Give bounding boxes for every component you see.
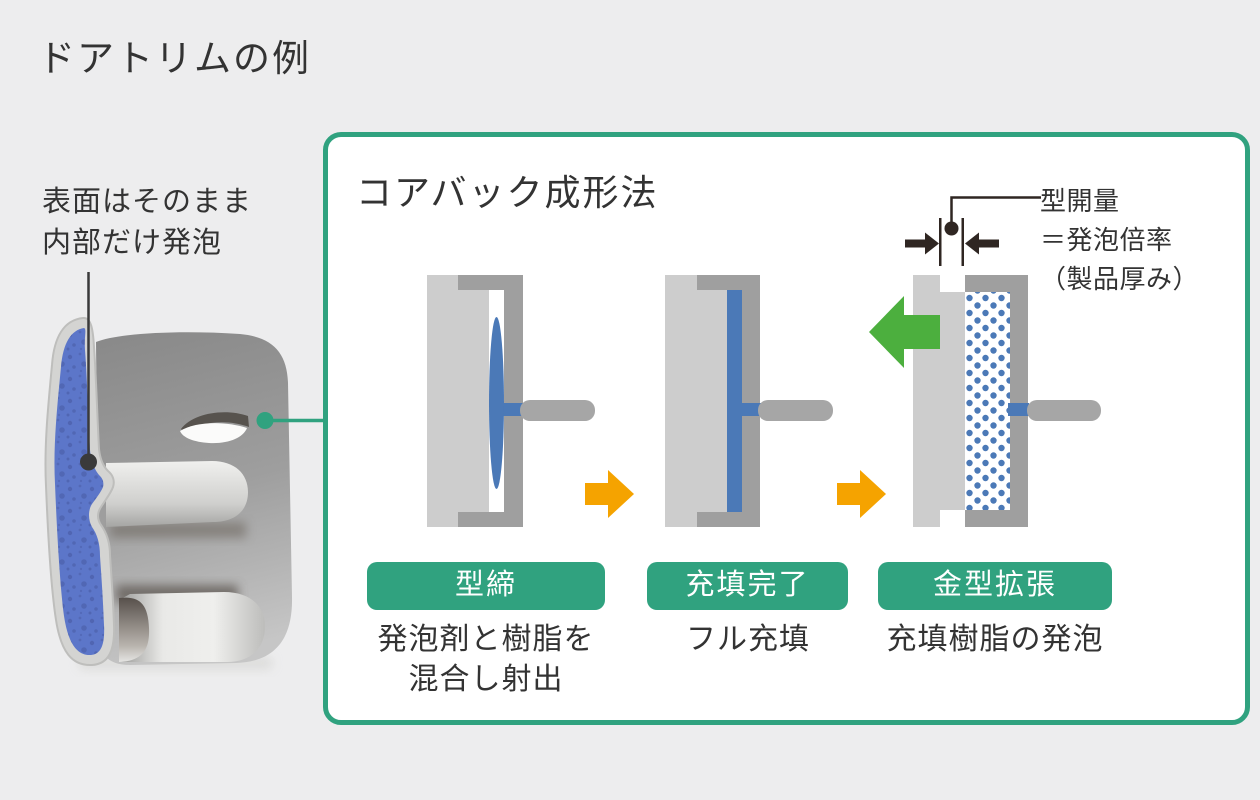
stage-caption-2: フル充填: [608, 620, 888, 660]
measure-line-right: [961, 218, 964, 266]
mold-opening-annotation: 型開量 ＝発泡倍率 （製品厚み）: [1040, 182, 1199, 299]
cross-section-foam-speckle: [54, 328, 105, 656]
callout-dot: [80, 453, 97, 471]
next-step-arrow-1: [585, 470, 634, 518]
stage-caption-2-line1: フル充填: [686, 623, 810, 656]
stage1-core-mold-half: [458, 275, 523, 527]
door-trim-illustration: [44, 272, 325, 670]
stage-badge-mold-clamp: 型締: [367, 562, 605, 610]
measure-leader-line: [950, 196, 1041, 222]
trim-callout-line1: 表面はそのまま: [42, 186, 253, 218]
stage-badge-fill-complete: 充填完了: [647, 562, 848, 610]
armrest-shadow: [110, 522, 246, 538]
mold-stage-3-diagram: [869, 275, 1101, 527]
stage2-filled-resin: [727, 290, 742, 512]
next-step-arrow-2: [837, 470, 886, 518]
measure-arrow-left: [905, 232, 939, 255]
door-handle-recess: [181, 412, 249, 433]
stage2-sprue: [734, 403, 761, 416]
trim-callout-line2: 内部だけ発泡: [42, 227, 223, 259]
measure-arrow-left-shaft: [905, 239, 925, 248]
armrest: [106, 461, 248, 527]
annotation-line1: 型開量: [1040, 186, 1120, 216]
core-back-arrow: [869, 296, 940, 368]
mold-stage-1-diagram: [427, 275, 595, 527]
measure-line-left: [939, 218, 942, 266]
stage3-movable-mold-half: [913, 275, 965, 527]
panel-title: コアバック成形法: [356, 172, 659, 213]
measure-arrow-right: [965, 232, 999, 255]
stage3-gap-notch-top: [940, 275, 965, 292]
trim-callout-label: 表面はそのまま 内部だけ発泡: [42, 182, 252, 264]
stage-caption-3: 充填樹脂の発泡: [855, 620, 1135, 660]
stage3-sprue: [1008, 403, 1029, 416]
stage-caption-1-line2: 混合し射出: [408, 663, 564, 696]
map-pocket-inner-shadow: [119, 597, 150, 662]
stage3-gap-notch-bottom: [940, 510, 965, 527]
stage3-core-mold-half: [965, 275, 1028, 527]
measure-arrow-right-shaft: [978, 239, 999, 248]
measure-dot: [944, 221, 959, 236]
panel-connector-dot: [256, 412, 274, 429]
measure-arrow-right-head: [965, 232, 979, 255]
stage2-injection-nozzle: [758, 400, 833, 421]
stage-caption-1-line1: 発泡剤と樹脂を: [377, 623, 595, 656]
stage3-injection-nozzle: [1027, 400, 1101, 421]
arrow1-shaft: [585, 483, 608, 505]
mold-stage-2-diagram: [665, 275, 833, 527]
door-handle-opening: [180, 423, 247, 444]
annotation-line3: （製品厚み）: [1040, 264, 1200, 294]
stage-caption-3-line1: 充填樹脂の発泡: [886, 623, 1104, 656]
stage-caption-1: 発泡剤と樹脂を 混合し射出: [346, 620, 626, 700]
map-pocket: [119, 592, 266, 663]
measure-arrow-left-head: [925, 232, 939, 255]
stage3-foam-bubbles: [965, 292, 1010, 510]
page-title: ドアトリムの例: [38, 38, 311, 79]
arrow2-head: [860, 470, 886, 518]
annotation-line2: ＝発泡倍率: [1040, 225, 1173, 255]
stage-badge-mold-expansion: 金型拡張: [878, 562, 1112, 610]
arrow1-head: [608, 470, 634, 518]
stage1-movable-mold-half: [427, 275, 489, 527]
mold-opening-measure: [905, 196, 1041, 266]
stage2-movable-mold-half: [665, 275, 727, 527]
stage1-injection-nozzle: [520, 400, 595, 421]
arrow2-shaft: [837, 483, 860, 505]
stage2-core-mold-half: [697, 275, 760, 527]
stage1-resin-shot: [489, 317, 504, 489]
